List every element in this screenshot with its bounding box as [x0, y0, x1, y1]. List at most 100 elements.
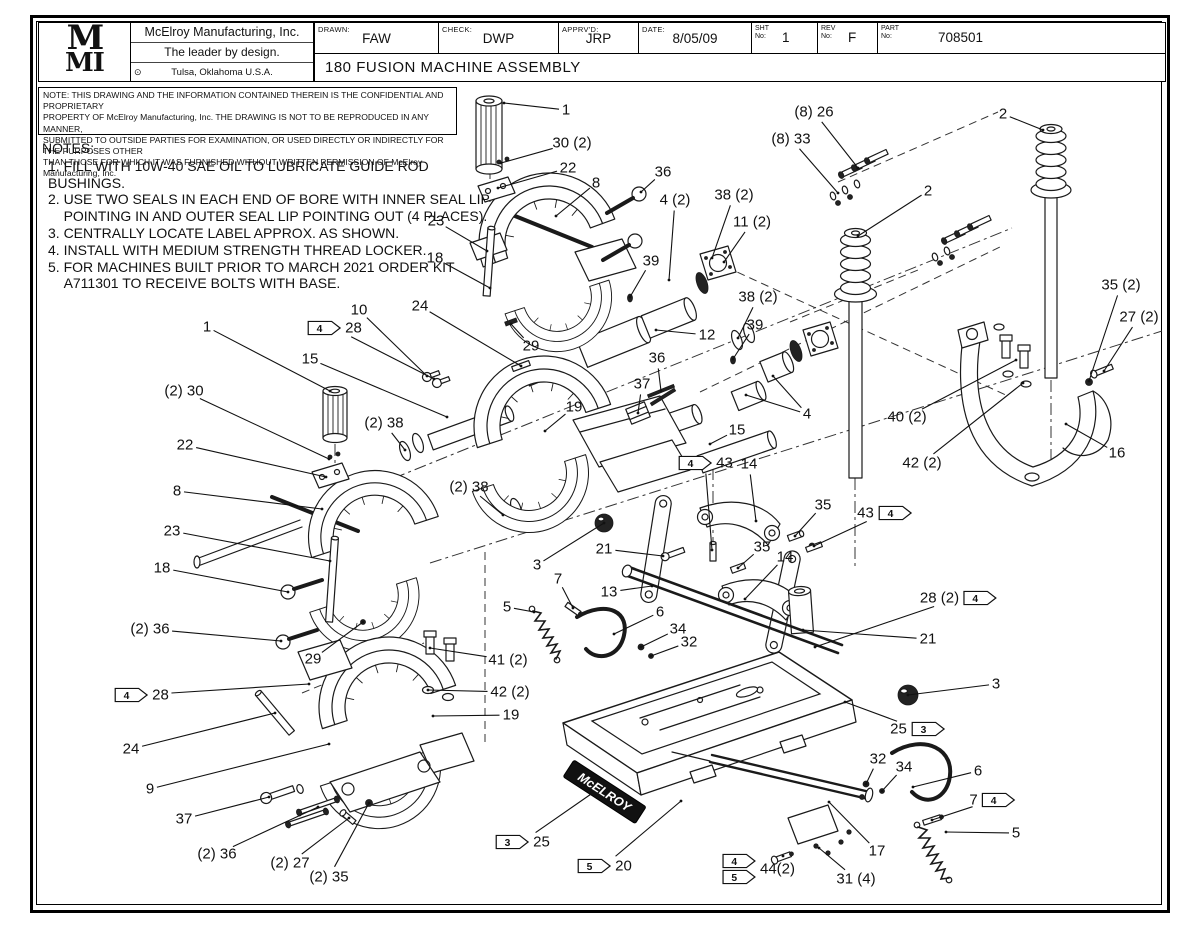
leader-line: [194, 796, 270, 817]
leader-endpoint: [485, 249, 489, 253]
leader-line: [818, 847, 846, 871]
leader-line: [709, 434, 728, 445]
top-right-hardware: [829, 148, 992, 266]
leader-endpoint: [367, 801, 371, 805]
leader-line: [650, 645, 679, 657]
leader-line: [156, 743, 330, 788]
registered-mark: ⊙: [134, 67, 142, 77]
leader-line: [865, 768, 874, 785]
leader-endpoint: [554, 214, 558, 218]
leader-endpoint: [509, 322, 513, 326]
leader-line: [945, 831, 1010, 834]
leader-endpoint: [428, 646, 432, 650]
field-check: CHECK: DWP: [438, 23, 558, 53]
leader-line: [1009, 116, 1044, 131]
leader-line: [615, 549, 664, 557]
field-drawn: DRAWN: FAW: [314, 23, 438, 53]
note-item: 3. CENTRALLY LOCATE LABEL APPROX. AS SHO…: [48, 224, 400, 241]
logo-letter-m: M: [66, 18, 105, 58]
leader-endpoint: [320, 507, 324, 511]
notes-list: NOTES: 1. FILL WITH 10W-40 SAE OIL TO LU…: [42, 140, 492, 292]
leader-line: [199, 397, 330, 460]
leader-endpoint: [286, 590, 290, 594]
leader-endpoint: [307, 682, 311, 686]
leader-line: [500, 147, 553, 164]
leader-endpoint: [612, 632, 616, 636]
leader-endpoint: [488, 286, 492, 290]
leader-endpoint: [744, 393, 748, 397]
leader-line: [921, 359, 1017, 410]
leader-line: [535, 791, 595, 834]
leader-line: [857, 194, 922, 237]
leader-endpoint: [864, 782, 868, 786]
leader-line: [301, 817, 350, 855]
leader-endpoint: [708, 442, 712, 446]
sheet-border-inner: [36, 21, 1162, 905]
leader-line: [705, 473, 713, 551]
note-item: 5. FOR MACHINES BUILT PRIOR TO MARCH 202…: [48, 258, 455, 292]
date-value: 8/05/09: [672, 31, 718, 46]
leader-endpoint: [710, 256, 714, 260]
leader-endpoint: [519, 364, 523, 368]
leader-endpoint: [571, 606, 575, 610]
leader-endpoint: [812, 544, 816, 548]
leader-endpoint: [267, 795, 271, 799]
leader-line: [432, 714, 500, 717]
leader-line: [931, 806, 973, 821]
notes-heading: NOTES:: [42, 140, 492, 157]
title-block: M MI McElroy Manufacturing, Inc. The lea…: [38, 18, 1166, 82]
leader-line: [745, 394, 801, 413]
field-apprvd: APPRV'D: JRP: [558, 23, 638, 53]
leader-line: [844, 701, 898, 722]
leader-line: [723, 231, 746, 263]
leader-line: [334, 802, 370, 868]
leader-endpoint: [856, 234, 860, 238]
callout-leader-lines: [141, 101, 1133, 871]
leader-line: [813, 520, 867, 547]
leader-line: [544, 413, 566, 432]
leader-endpoint: [667, 278, 671, 282]
leader-endpoint: [592, 790, 596, 794]
leader-line: [561, 587, 574, 609]
sheet-no-value: 1: [782, 30, 790, 45]
note-item: 2. USE TWO SEALS IN EACH END OF BORE WIT…: [48, 191, 490, 225]
leader-endpoint: [639, 645, 643, 649]
leader-line: [213, 329, 331, 392]
guide-post-right: [1030, 123, 1072, 379]
leader-line: [543, 522, 605, 562]
leader-line: [640, 633, 669, 648]
confidential-note: NOTE: THIS DRAWING AND THE INFORMATION C…: [38, 87, 457, 178]
leader-line: [821, 121, 859, 169]
leader-endpoint: [403, 448, 407, 452]
leader-endpoint: [432, 377, 436, 381]
leader-line: [814, 605, 935, 648]
leader-line: [732, 333, 750, 360]
company-tagline: The leader by design.: [131, 43, 313, 63]
leader-endpoint: [843, 700, 847, 704]
leader-endpoint: [754, 519, 758, 523]
leader-endpoint: [324, 475, 328, 479]
leader-line: [350, 336, 435, 380]
leader-line: [802, 629, 917, 639]
leader-line: [1103, 326, 1133, 372]
leader-line: [513, 607, 535, 613]
leader-endpoint: [856, 166, 860, 170]
leader-endpoint: [930, 818, 934, 822]
leader-line: [503, 102, 560, 110]
leader-endpoint: [880, 789, 884, 793]
leader-line: [640, 179, 656, 193]
leader-endpoint: [273, 711, 277, 715]
leader-line: [881, 774, 898, 792]
leader-endpoint: [731, 357, 735, 361]
leader-endpoint: [1102, 369, 1106, 373]
clamp-assembly-middle: [455, 337, 691, 549]
leader-line: [620, 585, 653, 591]
leader-line: [321, 621, 364, 653]
leader-line: [429, 311, 522, 367]
leader-endpoint: [906, 693, 910, 697]
leader-endpoint: [743, 597, 747, 601]
